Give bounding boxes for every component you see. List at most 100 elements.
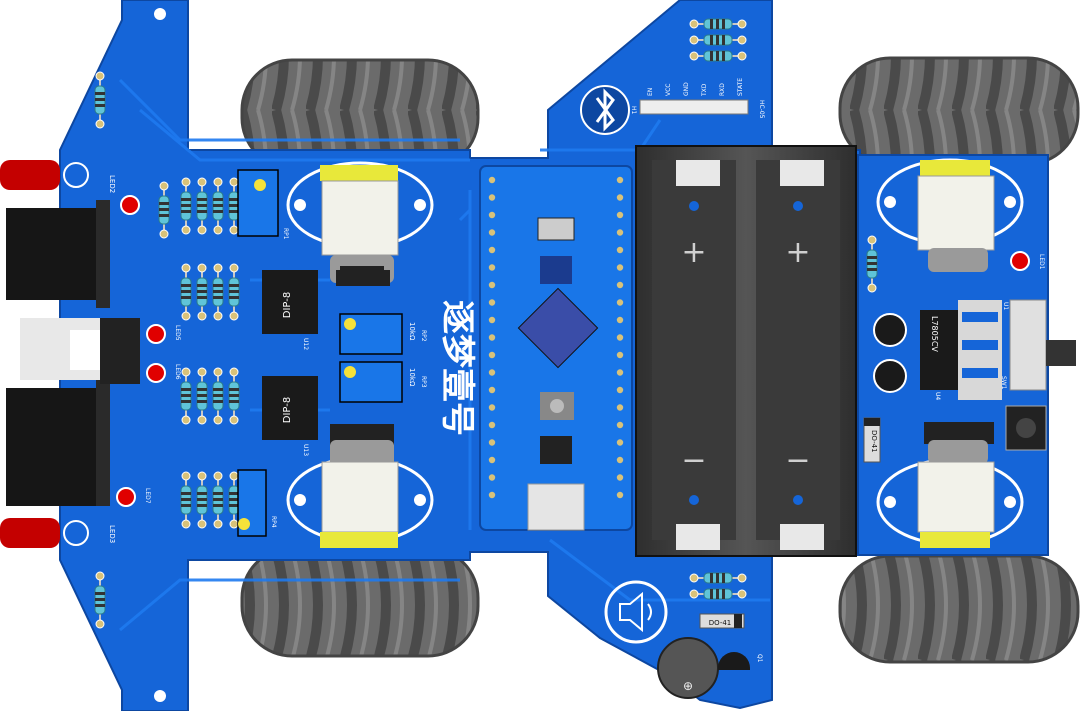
resistor — [212, 177, 224, 235]
led6 — [146, 363, 166, 383]
resistor — [212, 367, 224, 425]
buzzer-icon: ⊕ — [657, 637, 719, 699]
mount-hole — [154, 690, 166, 702]
trimpot-rp3 — [339, 361, 403, 403]
resistor — [228, 471, 240, 529]
mount-hole — [154, 8, 166, 20]
resistor — [158, 181, 170, 239]
u13-label: U13 — [302, 444, 309, 456]
rp3-label: RP3 — [420, 376, 427, 388]
led1 — [1010, 251, 1030, 271]
sw1-label: SW1 — [1000, 376, 1007, 390]
bt-pin-label: VCC — [665, 84, 672, 96]
wheel-rear-left — [240, 546, 480, 658]
resistor-array — [94, 71, 240, 629]
rp1-label: RP1 — [282, 228, 289, 240]
transistor-q1 — [718, 652, 750, 670]
resistor — [180, 177, 192, 235]
resistor — [689, 50, 747, 62]
bt-module-label: HC-05 — [758, 100, 765, 119]
potentiometer-rp1 — [237, 169, 279, 237]
u1-label: U1 — [1002, 302, 1009, 310]
led7 — [116, 487, 136, 507]
resistor — [689, 588, 747, 600]
led2-emitter — [0, 160, 89, 190]
dip8-chip-u13: DIP-8 — [262, 376, 318, 440]
led6-label: LED6 — [174, 364, 181, 380]
regulator-l7805: L7805CV — [920, 300, 1002, 400]
diode2-label: DO-41 — [870, 430, 878, 453]
diode-right: DO-41 — [863, 417, 881, 463]
rp4-label: RP4 — [270, 516, 277, 528]
bt-header — [639, 99, 749, 115]
u12-label: U12 — [302, 338, 309, 350]
resistor — [689, 18, 747, 30]
speaker-icon — [604, 580, 668, 644]
bluetooth-icon — [580, 85, 630, 135]
reset-button[interactable] — [1005, 405, 1047, 451]
resistor — [180, 471, 192, 529]
battery-plus-2: + — [785, 235, 810, 270]
ir-sensor-left-top — [6, 200, 110, 308]
bt-pin-label: TXD — [701, 83, 708, 97]
rp2-label: RP2 — [420, 330, 427, 342]
wheel-rear-right — [838, 554, 1080, 664]
led3-emitter — [0, 518, 89, 548]
resistor — [228, 263, 240, 321]
resistor — [212, 263, 224, 321]
led-indicator — [120, 195, 140, 215]
resistor — [196, 367, 208, 425]
mcu-board — [479, 165, 633, 531]
resistor — [212, 471, 224, 529]
resistor — [94, 571, 106, 629]
q1-label: Q1 — [756, 654, 763, 663]
pin-header — [330, 266, 994, 440]
u4-label: U4 — [934, 392, 941, 400]
led3-label: LED3 — [108, 525, 116, 543]
resistor — [228, 367, 240, 425]
trimpot-rp2 — [339, 313, 403, 355]
resistor — [196, 177, 208, 235]
dip8-label: DIP-8 — [282, 292, 293, 318]
capacitor — [873, 313, 907, 393]
led7-label: LED7 — [144, 488, 151, 504]
resistor — [196, 471, 208, 529]
resistor-array-right — [689, 18, 878, 600]
bt-pin-label: RXD — [719, 83, 726, 96]
ir-module-middle — [20, 318, 140, 384]
resistor — [866, 235, 878, 293]
resistor — [689, 572, 747, 584]
led1-label: LED1 — [1038, 254, 1045, 270]
board-title: 逐梦壹号 — [437, 300, 477, 436]
dip8-label: DIP-8 — [282, 397, 293, 423]
bt-header-label: H1 — [630, 106, 637, 115]
diode-bottom: DO-41 — [699, 613, 745, 629]
power-switch[interactable] — [1009, 299, 1076, 391]
resistor — [180, 367, 192, 425]
battery-plus-1: + — [681, 235, 706, 270]
battery-holder: + + − − — [635, 145, 857, 557]
diode1-label: DO-41 — [709, 619, 732, 627]
regulator-label: L7805CV — [930, 316, 939, 352]
bt-pin-label: STATE — [737, 78, 744, 96]
potentiometer-rp4 — [237, 469, 267, 537]
svg-text:⊕: ⊕ — [683, 679, 693, 693]
pot2-value: 10kΩ — [408, 368, 416, 387]
resistor — [180, 263, 192, 321]
battery-minus-2: − — [785, 443, 810, 478]
bt-pin-label: EN — [647, 88, 654, 96]
bt-pin-label: GND — [683, 82, 690, 96]
led5-label: LED5 — [174, 325, 181, 341]
ir-sensor-left-bottom — [6, 380, 110, 506]
wheel-front-right — [838, 56, 1080, 166]
resistor — [196, 263, 208, 321]
led5 — [146, 324, 166, 344]
led2-label: LED2 — [108, 175, 116, 193]
dip8-chip-u12: DIP-8 — [262, 270, 318, 334]
battery-minus-1: − — [681, 443, 706, 478]
resistor — [689, 34, 747, 46]
motor-front-right — [876, 158, 1024, 272]
resistor — [94, 71, 106, 129]
pot1-value: 10kΩ — [408, 322, 416, 341]
